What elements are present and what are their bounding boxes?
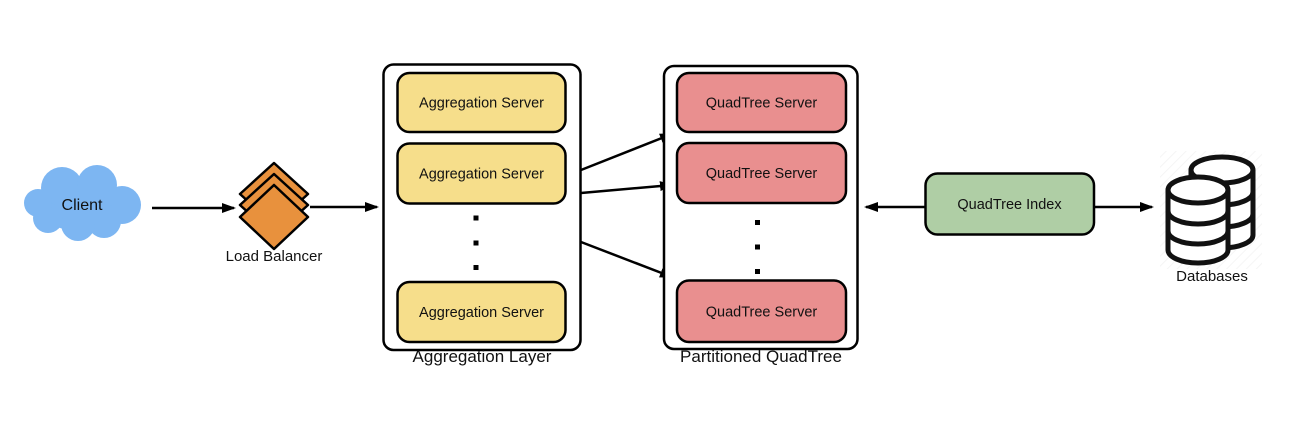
- quadtree-server-rect: [675, 141, 848, 205]
- aggregation-server-box-2: Aggregation Server: [396, 142, 567, 205]
- quadtree-server-rect: [675, 71, 848, 134]
- quadtree-index-box: QuadTree Index: [924, 172, 1096, 236]
- aggregation-server-rect: [396, 280, 567, 344]
- aggregation-server-label: Aggregation Server: [419, 96, 544, 112]
- aggregation-server-box-1: Aggregation Server: [396, 71, 567, 134]
- partitioned-quadtree-container: [662, 64, 859, 351]
- load-balancer-icon: [238, 161, 310, 251]
- arrow-aggregation-to-quadtree-1: [580, 132, 674, 172]
- quadtree-server-rect: [675, 279, 848, 344]
- quadtree-index-label: QuadTree Index: [957, 197, 1062, 213]
- arrow-aggregation-to-quadtree-2: [580, 181, 674, 195]
- partitioned-quadtree-label: Partitioned QuadTree: [680, 347, 842, 366]
- aggregation-server-rect: [396, 71, 567, 134]
- aggregation-layer-container: [382, 63, 582, 352]
- aggregation-server-label: Aggregation Server: [419, 167, 544, 183]
- databases-icon: [1165, 154, 1256, 266]
- aggregation-server-label: Aggregation Server: [419, 305, 544, 321]
- aggregation-server-rect: [396, 142, 567, 205]
- arrow-aggregation-to-quadtree-3: [580, 240, 674, 279]
- client-cloud-icon: [24, 165, 141, 241]
- quadtree-server-label: QuadTree Server: [706, 96, 818, 112]
- load-balancer-label: Load Balancer: [226, 248, 323, 265]
- client-label: Client: [62, 197, 103, 214]
- quadtree-server-box-2: QuadTree Server: [675, 141, 848, 205]
- quadtree-server-box-3: QuadTree Server: [675, 279, 848, 344]
- aggregation-layer-label: Aggregation Layer: [413, 347, 552, 366]
- databases-label: Databases: [1176, 268, 1248, 285]
- quadtree-server-box-1: QuadTree Server: [675, 71, 848, 134]
- quadtree-server-label: QuadTree Server: [706, 305, 818, 321]
- quadtree-index-rect: [924, 172, 1096, 236]
- aggregation-server-box-3: Aggregation Server: [396, 280, 567, 344]
- vertical-ellipsis-quadtree: [755, 220, 760, 274]
- quadtree-server-label: QuadTree Server: [706, 166, 818, 182]
- vertical-ellipsis-aggregation: [473, 215, 479, 270]
